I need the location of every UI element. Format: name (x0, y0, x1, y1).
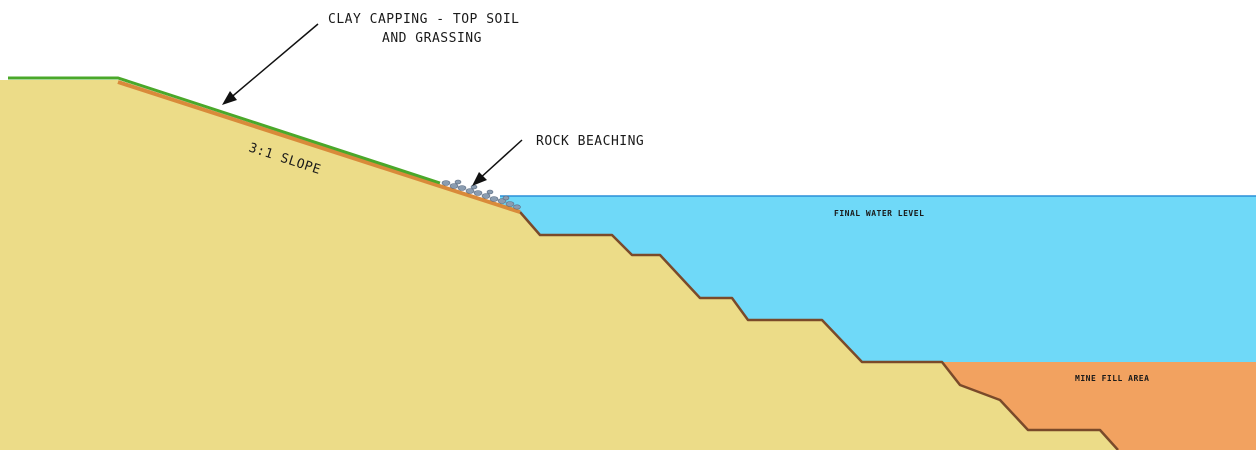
clay-capping-label-line2: AND GRASSING (382, 31, 482, 46)
mine-fill-area (942, 362, 1256, 450)
ground-soil (0, 80, 1118, 450)
grass-topsoil-layer (8, 76, 441, 185)
rock (505, 201, 515, 207)
arrow-head (472, 172, 487, 186)
rock-beaching-label: ROCK BEACHING (536, 134, 644, 149)
rock (465, 188, 475, 194)
pit-wall-outline (519, 211, 1119, 450)
rock (454, 179, 462, 185)
clay-capping-label-line1: CLAY CAPPING - TOP SOIL (328, 12, 520, 27)
clay-capping-layer (117, 80, 521, 214)
rock (457, 185, 467, 191)
rock (470, 184, 478, 190)
rock (486, 189, 494, 195)
arrow-head (222, 91, 237, 105)
rock (473, 190, 483, 196)
rock (502, 195, 510, 201)
rock (481, 193, 491, 199)
rock (489, 196, 499, 202)
clay-capping-arrow (222, 23, 319, 105)
rock (449, 183, 459, 189)
rock-beaching-arrow (472, 139, 523, 186)
final-water-level-label: FINAL WATER LEVEL (834, 209, 924, 218)
rock (513, 204, 521, 210)
rock (441, 180, 451, 186)
rock-beaching (441, 179, 521, 210)
mine-fill-area-label: MINE FILL AREA (1075, 374, 1149, 383)
